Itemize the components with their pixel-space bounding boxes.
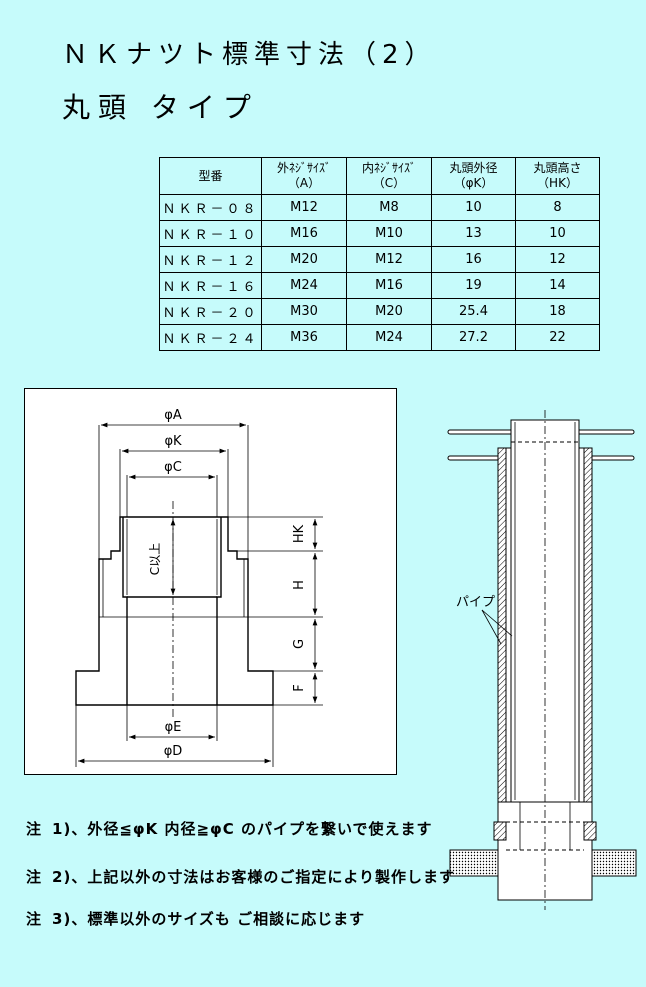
dim-label-c: φC [164, 460, 182, 475]
nut-section-diagram: φA φK φC φE φD HK H G F C以上 [75, 408, 323, 767]
cell-head-height: 14 [515, 272, 600, 299]
table-row: ＮＫＲ－１０ M16 M10 13 10 [159, 220, 600, 247]
cell-inner: M16 [346, 272, 432, 299]
cell-head-dia: 19 [431, 272, 516, 299]
table-row: ＮＫＲ－２０ M30 M20 25.4 18 [159, 298, 600, 325]
table-row: ＮＫＲ－１６ M24 M16 19 14 [159, 272, 600, 299]
col-header-model: 型番 [159, 157, 262, 195]
dim-label-a: φA [164, 408, 182, 423]
cell-outer: M20 [261, 246, 347, 273]
cell-head-dia: 16 [431, 246, 516, 273]
cell-head-height: 18 [515, 298, 600, 325]
cell-head-dia: 13 [431, 220, 516, 247]
pipe-label: パイプ [456, 595, 495, 610]
cell-model: ＮＫＲ－２０ [159, 298, 262, 325]
dim-label-f: F [292, 684, 307, 691]
page-title: ＮＫナツト標準寸法（2） [62, 40, 437, 70]
dim-label-d: φD [164, 744, 183, 759]
cell-head-height: 22 [515, 324, 600, 351]
cell-inner: M8 [346, 194, 432, 221]
col-header-head-height: 丸頭高さ（HK） [515, 157, 600, 195]
dimension-drawing: φA φK φC φE φD HK H G F C以上 [24, 388, 397, 775]
table-header-row: 型番 外ﾈｼﾞｻｲｽﾞ（A） 内ﾈｼﾞｻｲｽﾞ（C） 丸頭外径（φK） 丸頭高さ… [159, 157, 600, 195]
cell-outer: M16 [261, 220, 347, 247]
cell-head-dia: 10 [431, 194, 516, 221]
cell-inner: M10 [346, 220, 432, 247]
dim-label-e: φE [165, 720, 182, 735]
cell-outer: M30 [261, 298, 347, 325]
dim-label-k: φK [164, 434, 182, 449]
cell-model: ＮＫＲ－１０ [159, 220, 262, 247]
cell-head-height: 12 [515, 246, 600, 273]
pipe-assembly-diagram: パイプ [447, 410, 637, 910]
dim-label-h: H [292, 580, 307, 590]
cell-outer: M24 [261, 272, 347, 299]
cell-head-dia: 25.4 [431, 298, 516, 325]
cell-inner: M12 [346, 246, 432, 273]
inner-min-label: C以上 [148, 543, 162, 575]
cell-model: ＮＫＲ－２４ [159, 324, 262, 351]
cell-outer: M12 [261, 194, 347, 221]
cell-outer: M36 [261, 324, 347, 351]
cell-inner: M20 [346, 298, 432, 325]
table-row: ＮＫＲ－２４ M36 M24 27.2 22 [159, 324, 600, 351]
cell-head-height: 10 [515, 220, 600, 247]
table-row: ＮＫＲ－１２ M20 M12 16 12 [159, 246, 600, 273]
page-subtitle: 丸頭 タイプ [62, 91, 259, 124]
cell-inner: M24 [346, 324, 432, 351]
nut-outline [75, 516, 274, 706]
cell-head-dia: 27.2 [431, 324, 516, 351]
cell-model: ＮＫＲ－０８ [159, 194, 262, 221]
col-header-outer-thread: 外ﾈｼﾞｻｲｽﾞ（A） [261, 157, 347, 195]
cell-head-height: 8 [515, 194, 600, 221]
col-header-inner-thread: 内ﾈｼﾞｻｲｽﾞ（C） [346, 157, 432, 195]
cell-model: ＮＫＲ－１２ [159, 246, 262, 273]
cell-model: ＮＫＲ－１６ [159, 272, 262, 299]
col-header-head-diameter: 丸頭外径（φK） [431, 157, 516, 195]
spec-table: 型番 外ﾈｼﾞｻｲｽﾞ（A） 内ﾈｼﾞｻｲｽﾞ（C） 丸頭外径（φK） 丸頭高さ… [159, 157, 600, 351]
dim-label-g: G [292, 639, 307, 649]
table-row: ＮＫＲ－０８ M12 M8 10 8 [159, 194, 600, 221]
dim-label-hk: HK [292, 524, 307, 543]
